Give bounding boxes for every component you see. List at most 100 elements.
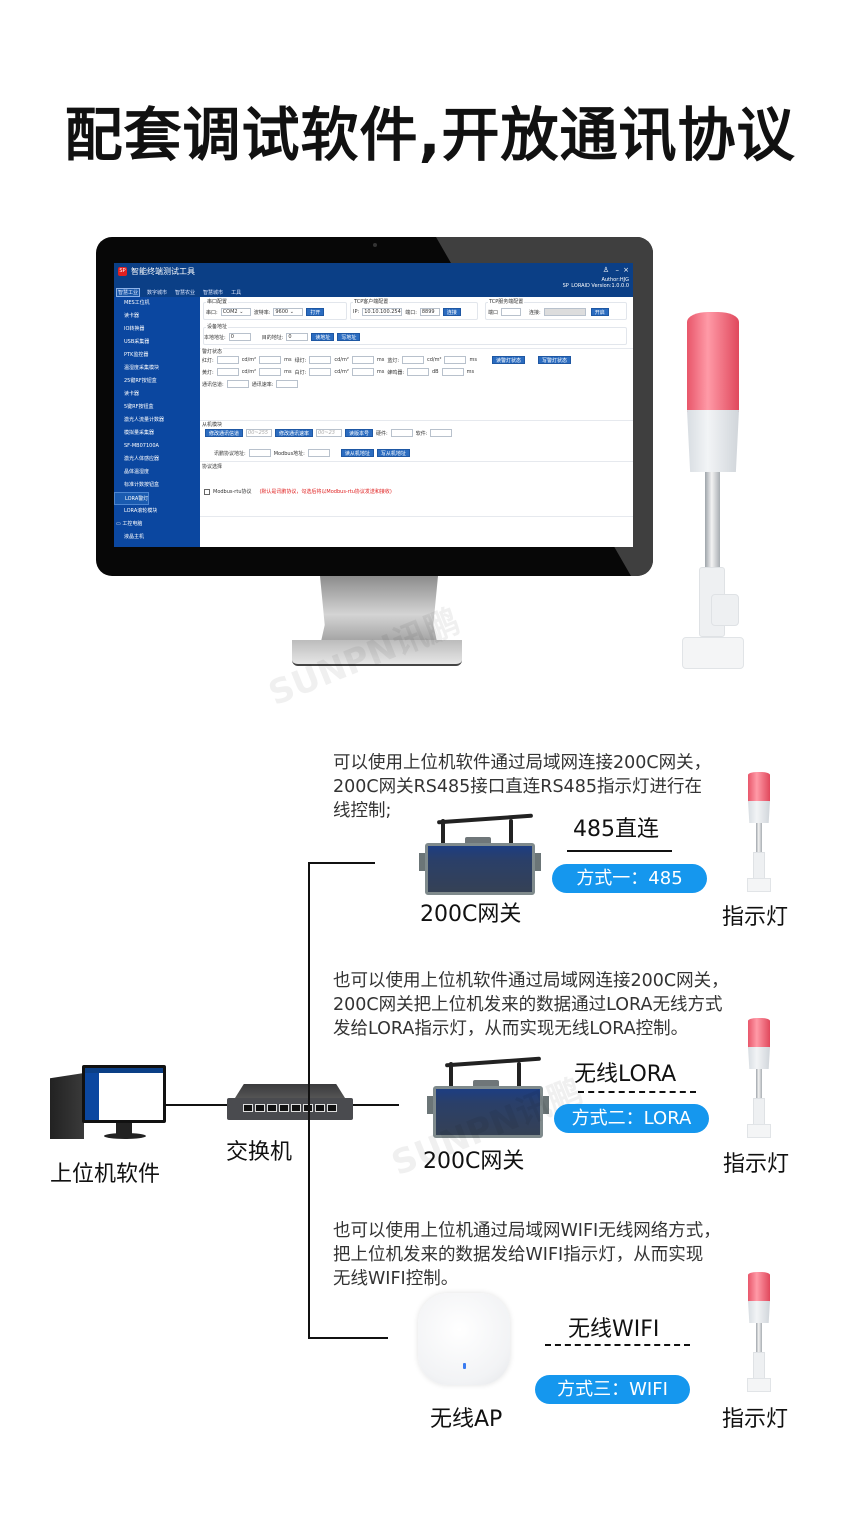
green-time-input[interactable] <box>351 356 374 364</box>
hardware-version-field <box>390 429 413 437</box>
sidebar-item[interactable]: 液晶主机 <box>124 534 145 540</box>
sidebar-item[interactable]: SF-MB07100A <box>124 443 159 449</box>
local-address-input[interactable]: 0 <box>228 333 251 341</box>
close-button[interactable]: × <box>623 266 629 274</box>
set-rate-button[interactable]: 修改通讯速率 <box>275 429 314 437</box>
tower-light-3 <box>747 1272 771 1394</box>
sidebar-item[interactable]: 晶体温湿度 <box>124 469 150 475</box>
sidebar-item[interactable]: 25键RF按钮盒 <box>124 378 157 384</box>
read-address-button[interactable]: 读地址 <box>311 333 335 341</box>
write-slave-address-button[interactable]: 写从机地址 <box>376 449 410 457</box>
link-label-3: 无线WIFI <box>568 1317 660 1342</box>
tab-smart-agriculture[interactable]: 智慧农业 <box>175 290 196 296</box>
connect-button[interactable]: 连接 <box>442 308 461 316</box>
tower-light-1 <box>747 772 771 894</box>
serial-row: 串口: COM2 ⌄ 波特率: 9600 ⌄ 打开 <box>206 308 325 316</box>
link-line-3 <box>545 1344 690 1346</box>
method-2-pill: 方式二：LORA <box>554 1104 709 1133</box>
monitor: SP 智能终端测试工具 ♙ – × Author:HJG SP_LORAID V… <box>96 237 653 576</box>
sidebar-item[interactable]: PTK监控器 <box>124 352 149 358</box>
menu-tabs: 智慧工业 数字城市 智慧农业 智慧城市 工具 <box>114 288 633 297</box>
open-serial-button[interactable]: 打开 <box>306 308 325 316</box>
yellow-time-input[interactable] <box>259 368 282 376</box>
blue-time-input[interactable] <box>444 356 467 364</box>
sidebar-item[interactable]: LORA滚轮模块 <box>124 508 158 514</box>
tab-smart-city[interactable]: 智慧城市 <box>203 290 224 296</box>
channel-input[interactable]: 00~255 <box>246 429 273 437</box>
tab-smart-industry[interactable]: 智慧工业 <box>116 288 141 297</box>
white-brightness-input[interactable] <box>309 368 332 376</box>
main-panel: 串口配置 串口: COM2 ⌄ 波特率: 9600 ⌄ 打开 TCP客户端配置 … <box>200 297 633 547</box>
sidebar-item[interactable]: 标准计数按钮盒 <box>124 482 160 488</box>
port-select[interactable]: COM2 ⌄ <box>220 308 251 316</box>
buzzer-time-input[interactable] <box>441 368 464 376</box>
sidebar-item[interactable]: 激光人流量计数器 <box>124 417 165 423</box>
light-state-label: 警灯状态 <box>201 348 224 355</box>
ip-input[interactable]: 10.10.100.254 <box>362 308 403 316</box>
pc-image <box>50 1065 170 1145</box>
yellow-brightness-input[interactable] <box>216 368 239 376</box>
read-version-button[interactable]: 读版本号 <box>345 429 374 437</box>
sidebar-item[interactable]: 模拟量采集器 <box>124 430 155 436</box>
read-slave-address-button[interactable]: 读从机地址 <box>340 449 374 457</box>
red-time-input[interactable] <box>259 356 282 364</box>
pc-label: 上位机软件 <box>50 1162 161 1187</box>
tab-tools[interactable]: 工具 <box>231 290 242 296</box>
sidebar-group-industrial-pc[interactable]: ▭ 工控电脑 <box>116 521 143 527</box>
sidebar-item[interactable]: MES工位机 <box>124 300 150 306</box>
minimize-button[interactable]: – <box>615 266 620 274</box>
protocol-row: Modbus-rtu协议 (默认是讯鹏协议，勾选后将以Modbus-rtu协议发… <box>204 488 392 495</box>
device-address-row: 本地地址: 0 目的地址: 0 读地址 写地址 <box>204 333 361 341</box>
method-1-description: 可以使用上位机软件通过局域网连接200C网关， 200C网关RS485接口直连R… <box>333 753 712 821</box>
buzzer-volume-input[interactable] <box>407 368 429 376</box>
sidebar-item[interactable]: 读卡器 <box>124 391 140 397</box>
set-channel-button[interactable]: 修改通讯信道 <box>205 429 244 437</box>
sunpn-address-input[interactable] <box>248 449 271 457</box>
tcp-server-group <box>485 302 627 320</box>
sidebar-item[interactable]: USB采集器 <box>124 339 150 345</box>
wireless-ap-image <box>418 1293 510 1385</box>
title-bar: SP 智能终端测试工具 ♙ – × Author:HJG SP_LORAID V… <box>114 263 633 289</box>
sidebar-item[interactable]: 温湿度采集模块 <box>124 365 160 371</box>
modbus-checkbox[interactable] <box>204 488 210 495</box>
baud-select[interactable]: 9600 ⌄ <box>273 308 304 316</box>
sidebar-item[interactable]: 读卡器 <box>124 313 140 319</box>
comm-channel-input[interactable] <box>226 380 249 388</box>
device-address-label: 设备地址 <box>206 323 229 330</box>
sidebar-item-lora-light[interactable]: LORA警灯 <box>114 492 150 505</box>
write-light-state-button[interactable]: 写警灯状态 <box>537 356 571 364</box>
app-title: 智能终端测试工具 <box>131 267 195 276</box>
sidebar-item[interactable]: IO转换器 <box>124 326 145 332</box>
tab-digital-city[interactable]: 数字城市 <box>147 290 168 296</box>
blue-brightness-input[interactable] <box>402 356 424 364</box>
sidebar-item[interactable]: 5键RF按钮盒 <box>124 404 154 410</box>
modbus-address-input[interactable] <box>307 449 330 457</box>
skin-icon[interactable]: ♙ <box>602 266 609 274</box>
server-port-input[interactable] <box>501 308 522 316</box>
sidebar: MES工位机 读卡器 IO转换器 USB采集器 PTK监控器 温湿度采集模块 2… <box>114 297 200 547</box>
tcp-server-row: 端口 连接: 开启 <box>488 308 609 316</box>
tcp-client-label: TCP客户端配置 <box>353 298 390 305</box>
read-light-state-button[interactable]: 读警灯状态 <box>491 356 525 364</box>
software-version-field <box>430 429 453 437</box>
client-port-input[interactable]: 8899 <box>419 308 440 316</box>
gateway-200c-image-2 <box>427 1056 553 1138</box>
rate-input[interactable]: 00~23 <box>316 429 343 437</box>
device-label-2: 200C网关 <box>423 1149 525 1174</box>
method-2-description: 也可以使用上位机软件通过局域网连接200C网关， 200C网关把上位机发来的数据… <box>333 971 729 1039</box>
target-address-input[interactable]: 0 <box>286 333 309 341</box>
protocol-label: 协议选择 <box>201 463 224 470</box>
write-address-button[interactable]: 写地址 <box>337 333 361 341</box>
link-label-2: 无线LORA <box>574 1062 677 1087</box>
trunk-line <box>308 862 310 1338</box>
protocol-note: (默认是讯鹏协议，勾选后将以Modbus-rtu协议发送和接收) <box>259 489 392 495</box>
comm-rate-input[interactable] <box>276 380 299 388</box>
sidebar-item[interactable]: 激光人体感应器 <box>124 456 160 462</box>
start-server-button[interactable]: 开启 <box>590 308 609 316</box>
green-brightness-input[interactable] <box>309 356 332 364</box>
method-3-pill: 方式三：WIFI <box>535 1375 690 1404</box>
link-label-1: 485直连 <box>573 817 659 842</box>
author-info: Author:HJG SP_LORAID Version:1.0.0.0 <box>562 277 629 289</box>
white-time-input[interactable] <box>351 368 374 376</box>
red-brightness-input[interactable] <box>216 356 239 364</box>
